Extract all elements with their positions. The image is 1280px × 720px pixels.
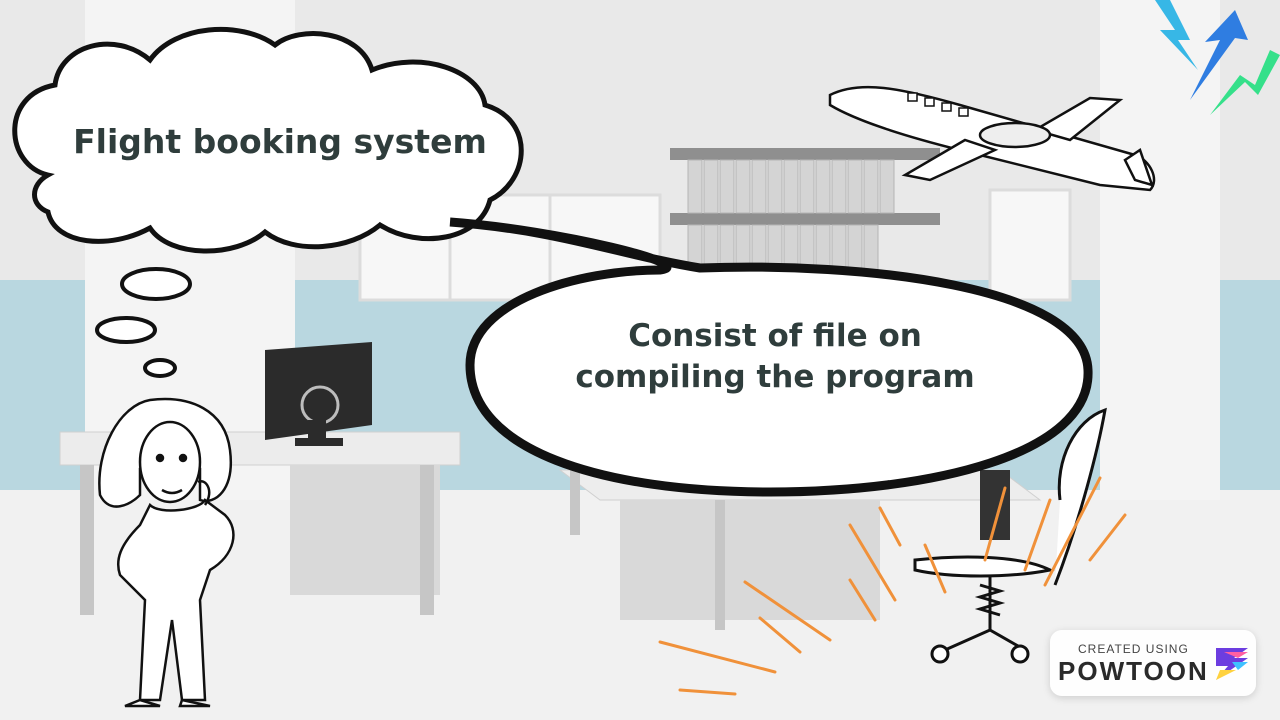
speech-bubble-text: Consist of file on compiling the program xyxy=(575,318,975,395)
watermark-brand: POWTOON xyxy=(1058,656,1209,686)
thought-bubble xyxy=(12,26,524,378)
airplane-icon xyxy=(828,85,1156,192)
powtoon-watermark[interactable]: CREATED USING POWTOON xyxy=(1050,630,1256,696)
thought-bubble-text: Flight booking system xyxy=(73,122,487,161)
motion-lines xyxy=(658,476,1127,696)
pillar-right xyxy=(1100,0,1220,500)
burst-icon xyxy=(1155,0,1280,115)
bookshelf xyxy=(670,148,940,276)
watermark-label: CREATED USING xyxy=(1078,642,1189,656)
monitor xyxy=(265,342,372,446)
speech-bubble xyxy=(449,217,1093,497)
woman-character xyxy=(98,397,235,708)
powtoon-logo-icon xyxy=(1216,648,1248,680)
window-right xyxy=(988,188,1072,302)
